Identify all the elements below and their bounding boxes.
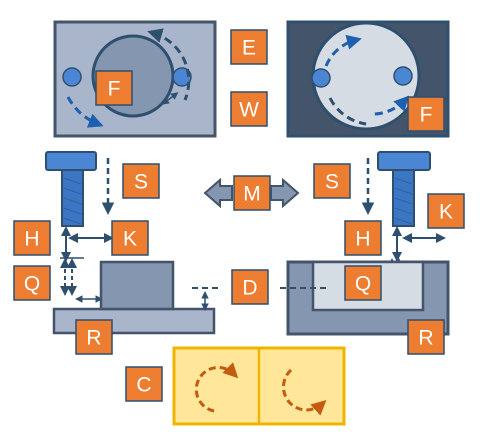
svg-text:K: K — [439, 201, 453, 224]
svg-text:K: K — [123, 228, 137, 251]
label-r-left: R — [75, 319, 113, 355]
svg-text:R: R — [418, 327, 433, 350]
svg-text:E: E — [242, 37, 256, 60]
svg-text:F: F — [420, 104, 433, 127]
label-m: M — [233, 175, 271, 211]
gap-d — [192, 287, 330, 311]
label-w: W — [230, 91, 268, 127]
svg-text:Q: Q — [24, 273, 40, 296]
label-s-left: S — [122, 163, 160, 199]
m-double-arrow — [203, 177, 300, 209]
svg-text:S: S — [325, 171, 339, 194]
label-q-right: Q — [344, 265, 382, 301]
label-q-left: Q — [13, 265, 51, 301]
svg-text:C: C — [136, 374, 151, 397]
svg-text:W: W — [239, 99, 259, 122]
svg-text:F: F — [108, 78, 121, 101]
disc-panel-left — [53, 20, 217, 138]
pin-right — [361, 151, 431, 227]
svg-text:S: S — [134, 171, 148, 194]
label-k-left: K — [111, 220, 149, 256]
svg-text:M: M — [243, 183, 261, 206]
label-k-right: K — [427, 193, 465, 229]
label-f-right: F — [407, 96, 445, 132]
svg-text:H: H — [24, 228, 39, 251]
dims-left — [60, 226, 114, 303]
svg-text:D: D — [242, 277, 257, 300]
label-s-right: S — [313, 163, 351, 199]
label-f-left: F — [95, 70, 133, 106]
label-h-left: H — [13, 220, 51, 256]
svg-text:H: H — [355, 228, 370, 251]
label-h-right: H — [344, 220, 382, 256]
svg-text:Q: Q — [355, 273, 371, 296]
svg-text:R: R — [86, 327, 101, 350]
pin-left — [45, 151, 115, 227]
label-d: D — [231, 269, 269, 305]
label-r-right: R — [407, 319, 445, 355]
label-c: C — [125, 366, 163, 402]
brake-box — [172, 346, 346, 426]
label-e: E — [230, 29, 268, 65]
